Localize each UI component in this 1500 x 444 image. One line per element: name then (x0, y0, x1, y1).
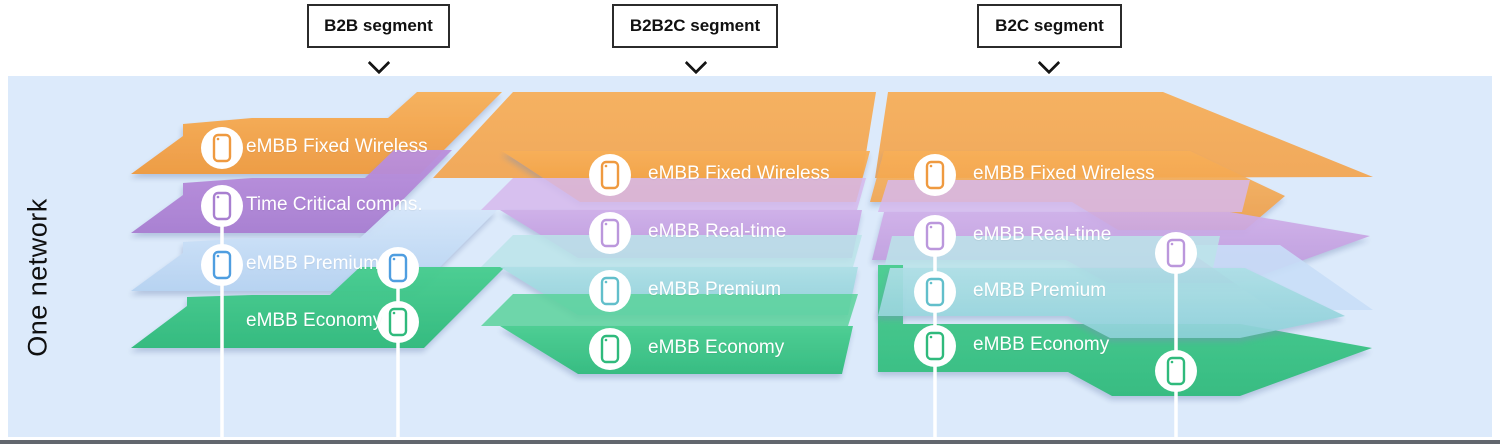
ribbon-back-b2c-teal (884, 236, 1220, 268)
phone-icons (201, 127, 1197, 392)
ribbon-label: eMBB Economy (973, 334, 1110, 355)
segment-header-b2b: B2B segment (307, 4, 450, 48)
phone-icon (589, 328, 631, 370)
ribbon-label: eMBB Premium (973, 280, 1107, 301)
phone-icon (914, 154, 956, 196)
phone-icon (914, 325, 956, 367)
phone-icon (589, 154, 631, 196)
phone-icon (914, 271, 956, 313)
phone-icon (1155, 350, 1197, 392)
segment-header-label: B2B2C segment (629, 16, 761, 35)
ribbon-label: eMBB Economy (246, 310, 383, 331)
ribbon-b2c-embb-premium (878, 268, 1345, 338)
ribbon-back-b2c-purple (878, 180, 1250, 212)
ribbon-label: eMBB Premium (246, 253, 380, 274)
ribbon-back-b2b2c-teal (481, 235, 862, 267)
phone-icon (377, 301, 419, 343)
ribbons-b2c (870, 92, 1373, 396)
ribbon-label: eMBB Premium (648, 279, 782, 300)
ribbon-label: eMBB Fixed Wireless (973, 163, 1155, 184)
ribbon-b2b2c-embb-economy (500, 326, 853, 374)
bottom-strip (0, 440, 1500, 444)
phone-icon (201, 127, 243, 169)
ribbon-label: eMBB Fixed Wireless (246, 136, 428, 157)
phone-icon (589, 212, 631, 254)
ribbon-back-b2b2c-green (481, 294, 858, 326)
ribbon-label: Time Critical comms. (246, 194, 423, 215)
ribbon-back-b2b2c-purple (481, 178, 866, 210)
ribbons-b2b2c (433, 92, 876, 374)
ribbon-back-b2c-blue-sheet (1180, 245, 1373, 310)
phone-icon (1155, 232, 1197, 274)
ribbon-label: eMBB Economy (648, 337, 785, 358)
phone-icon (201, 185, 243, 227)
phone-icon (201, 244, 243, 286)
segment-header-label: B2B segment (324, 16, 433, 35)
ribbon-label: eMBB Fixed Wireless (648, 163, 830, 184)
phone-icon (589, 270, 631, 312)
phone-icon (914, 215, 956, 257)
one-network-label: One network (22, 198, 53, 357)
segment-header-b2b2c: B2B2C segment (612, 4, 778, 48)
ribbon-label: eMBB Real-time (648, 221, 787, 242)
segment-header-label: B2C segment (995, 16, 1104, 35)
ribbon-label: eMBB Real-time (973, 224, 1112, 245)
segment-header-b2c: B2C segment (977, 4, 1122, 48)
phone-icon (377, 247, 419, 289)
